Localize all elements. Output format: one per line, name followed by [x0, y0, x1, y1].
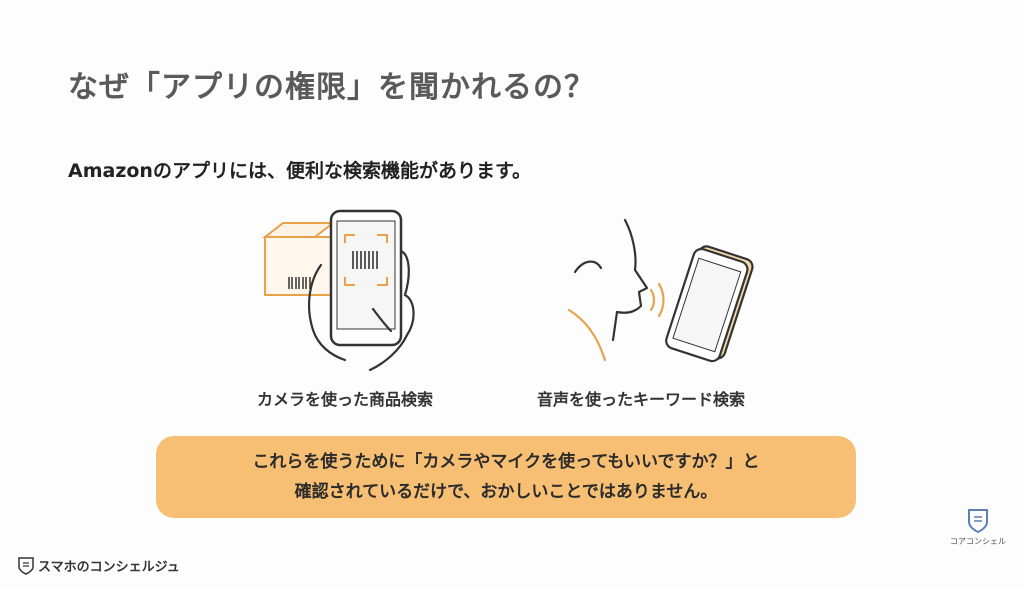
face-profile-icon: [611, 218, 649, 342]
note-box: これらを使うために「カメラやマイクを使ってもいいですか？」と 確認されているだけ…: [156, 436, 856, 518]
brand-shield-icon: [18, 556, 34, 575]
brand-name: スマホのコンシェルジュ: [38, 560, 180, 575]
feature-caption-camera: カメラを使った商品検索: [257, 390, 434, 409]
shield-logo-icon: [968, 509, 988, 534]
corner-logo-text: コアコンシェル: [950, 537, 1006, 546]
sound-wave-icon: [649, 282, 665, 318]
tilted-smartphone-icon: [665, 245, 754, 363]
lead-text: Amazonのアプリには、便利な検索機能があります。: [68, 160, 532, 182]
right-hand-icon: [368, 249, 415, 372]
page-title: なぜ「アプリの権限」を聞かれるの？: [68, 70, 595, 105]
left-hand-icon: [307, 263, 347, 362]
footer-brand: スマホのコンシェルジュ: [18, 556, 180, 575]
camera-barcode-scan-illustration: [262, 209, 415, 372]
smartphone-icon: [329, 209, 403, 347]
corner-logo: コアコンシェル: [950, 508, 1006, 560]
box-barcode-icon: [288, 277, 311, 289]
note-line-2: 確認されているだけで、おかしいことではありません。: [294, 482, 718, 502]
scan-frame-icon: [344, 234, 388, 286]
feature-caption-voice: 音声を使ったキーワード検索: [537, 390, 746, 409]
voice-search-illustration: [567, 218, 754, 363]
screen-barcode-icon: [352, 251, 378, 269]
note-line-1: これらを使うために「カメラやマイクを使ってもいいですか？」と: [252, 452, 760, 472]
